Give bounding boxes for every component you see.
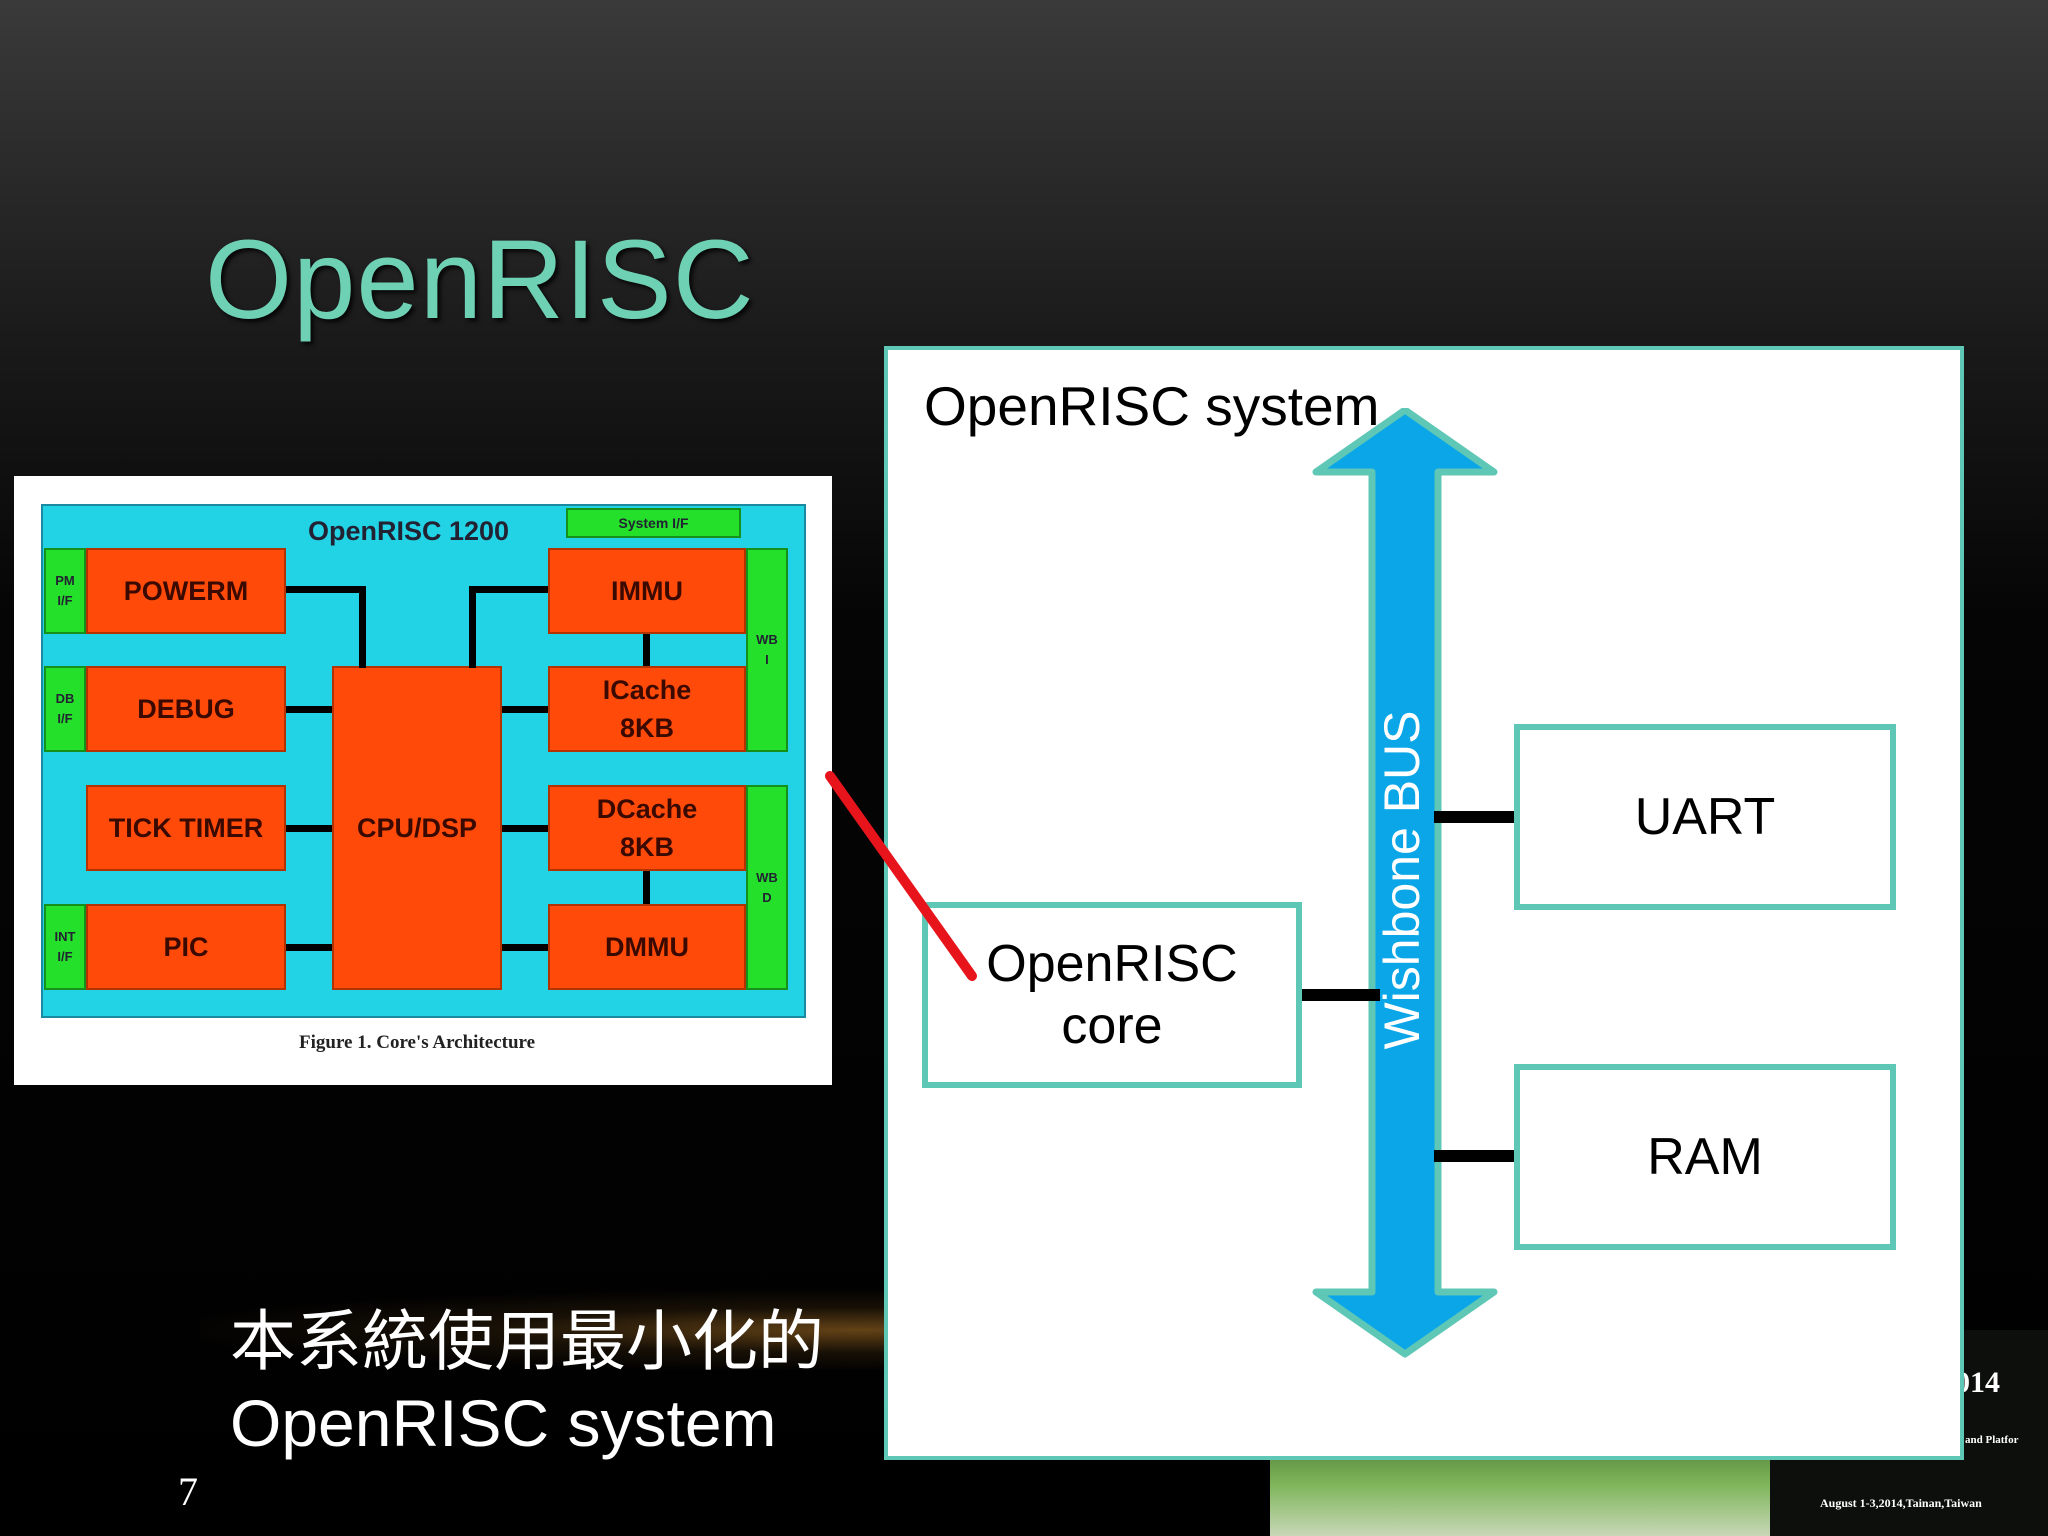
ram-box: RAM xyxy=(1514,1064,1896,1250)
uart-box: UART xyxy=(1514,724,1896,910)
figure-caption: Figure 1. Core's Architecture xyxy=(299,1032,536,1053)
connector xyxy=(643,871,650,904)
connector xyxy=(502,825,548,832)
system-if-block: System I/F xyxy=(566,508,741,538)
system-title: OpenRISC system xyxy=(924,375,1380,437)
connector xyxy=(286,706,332,713)
dmmu-block: DMMU xyxy=(548,904,746,990)
debug-block: DEBUG xyxy=(86,666,286,752)
connector xyxy=(502,706,548,713)
connector xyxy=(286,944,332,951)
page-number: 7 xyxy=(178,1469,198,1514)
connector xyxy=(469,586,548,593)
powerm-block: POWERM xyxy=(86,548,286,634)
slide-caption: 本系統使用最小化的 OpenRISC system xyxy=(230,1300,824,1464)
ram-bus-connector xyxy=(1434,1150,1514,1162)
connector xyxy=(286,586,366,593)
immu-block: IMMU xyxy=(548,548,746,634)
tick-timer-block: TICK TIMER xyxy=(86,785,286,871)
connector xyxy=(286,825,332,832)
connector xyxy=(643,634,650,666)
caption-line-1: 本系統使用最小化的 xyxy=(230,1304,824,1378)
pic-block: PIC xyxy=(86,904,286,990)
connector xyxy=(469,586,476,668)
slide-title: OpenRISC xyxy=(205,217,755,342)
connector xyxy=(502,944,548,951)
architecture-title: OpenRISC 1200 xyxy=(308,516,510,546)
corner-date: August 1-3,2014,Tainan,Taiwan xyxy=(1820,1496,1982,1510)
corner-text: and Platfor xyxy=(1965,1434,2019,1446)
core-bus-connector xyxy=(1302,989,1380,1001)
wishbone-bus-arrow xyxy=(1312,408,1498,1358)
uart-bus-connector xyxy=(1434,811,1514,823)
caption-line-2: OpenRISC system xyxy=(230,1386,777,1460)
cpu-dsp-block: CPU/DSP xyxy=(332,666,502,990)
connector xyxy=(359,586,366,668)
